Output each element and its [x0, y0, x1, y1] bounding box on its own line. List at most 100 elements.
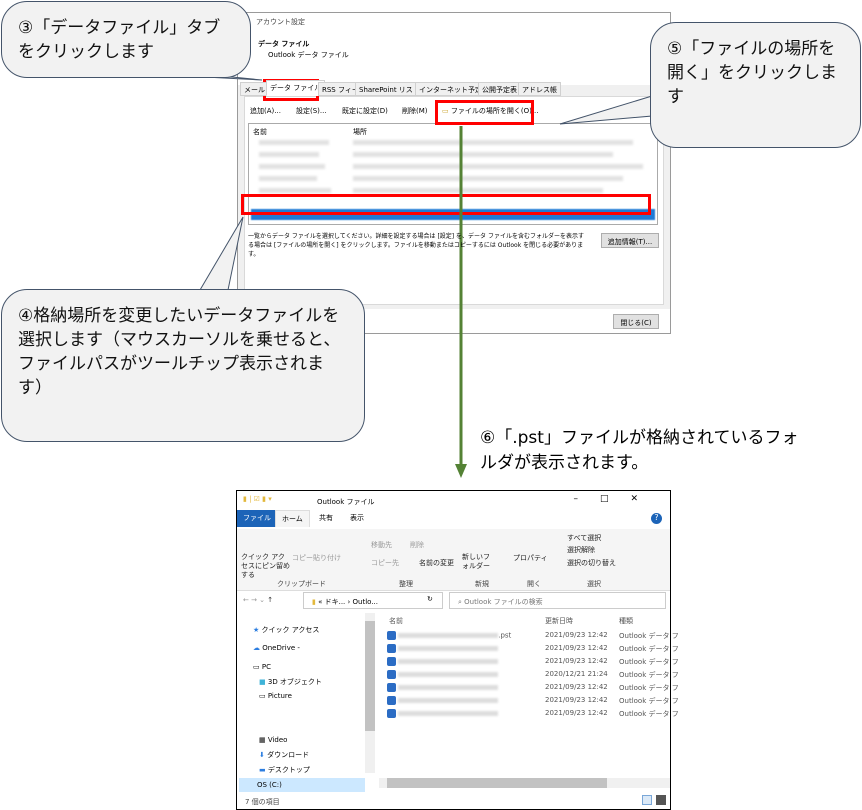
callout-step5: ⑤「ファイルの場所を開く」をクリックします: [650, 22, 861, 148]
file-type: Outlook データ フ: [619, 697, 679, 705]
tab-internet-calendar[interactable]: インターネット予定表: [415, 82, 493, 96]
copy-button[interactable]: コピー: [292, 554, 313, 562]
copy-to-button[interactable]: コピー先: [371, 559, 399, 567]
nav-quick-access[interactable]: ★ クイック アクセス: [253, 626, 320, 634]
new-folder-button[interactable]: 新しいフォルダー: [462, 553, 490, 570]
dialog-header-sub: Outlook データ ファイル: [268, 51, 349, 59]
nav-downloads[interactable]: ⬇ ダウンロード: [259, 751, 310, 759]
tab-file[interactable]: ファイル: [237, 510, 277, 527]
file-date: 2021/09/23 12:42: [545, 644, 608, 652]
callout-step4: ④格納場所を変更したいデータファイルを選択します（マウスカーソルを乗せると、ファ…: [1, 289, 365, 442]
delete-button[interactable]: 削除: [410, 541, 424, 549]
column-name[interactable]: 名前: [253, 128, 267, 136]
nav-3d-objects[interactable]: ■ 3D オブジェクト: [259, 678, 322, 686]
file-date: 2021/09/23 12:42: [545, 657, 608, 665]
nav-video[interactable]: ▦ Video: [259, 736, 288, 744]
outlook-data-file-icon: [387, 670, 396, 679]
file-date: 2021/09/23 12:42: [545, 709, 608, 717]
file-type: Outlook データ フ: [619, 684, 679, 692]
folder-icon: ▭: [442, 107, 451, 115]
large-icons-view-icon[interactable]: [656, 795, 666, 805]
file-date: 2020/12/21 21:24: [545, 670, 608, 678]
settings-button[interactable]: 設定(S)...: [296, 107, 327, 115]
tab-data-files[interactable]: データ ファイル: [266, 80, 326, 96]
tab-share[interactable]: 共有: [319, 514, 333, 522]
file-row[interactable]: 2021/09/23 12:42 Outlook データ フ: [387, 683, 679, 696]
tab-address-book[interactable]: アドレス帳: [518, 82, 561, 96]
file-date: 2021/09/23 12:42: [545, 696, 608, 704]
group-open: 開く: [527, 580, 541, 588]
file-row[interactable]: 2021/09/23 12:42 Outlook データ フ: [387, 696, 679, 709]
file-row[interactable]: 2021/09/23 12:42 Outlook データ フ: [387, 709, 679, 722]
file-date: 2021/09/23 12:42: [545, 683, 608, 691]
group-organize: 整理: [399, 580, 413, 588]
tab-mail[interactable]: メール: [240, 82, 269, 96]
column-modified[interactable]: 更新日時: [545, 617, 573, 625]
invert-selection-button[interactable]: 選択の切り替え: [567, 559, 616, 567]
nav-onedrive[interactable]: ☁ OneDrive -: [253, 644, 300, 652]
quick-access-toolbar[interactable]: ▮ | ☑ ▮ ▾: [243, 495, 272, 503]
outlook-data-file-icon: [387, 709, 396, 718]
outlook-data-file-icon: [387, 631, 396, 640]
selected-data-file-row[interactable]: [251, 209, 655, 220]
column-name[interactable]: 名前: [389, 617, 403, 625]
nav-pc[interactable]: ▭ PC: [253, 663, 271, 671]
paste-button[interactable]: 貼り付け: [313, 554, 341, 562]
open-location-button[interactable]: ▭ ファイルの場所を開く(O)...: [442, 106, 539, 116]
file-type: Outlook データ フ: [619, 632, 679, 640]
nav-arrows[interactable]: ← → ⌄ ↑: [243, 596, 274, 604]
details-view-icon[interactable]: [642, 795, 652, 805]
account-settings-dialog: アカウント設定 データ ファイル Outlook データ ファイル メール デー…: [237, 12, 671, 334]
outlook-data-file-icon: [387, 644, 396, 653]
add-button[interactable]: 追加(A)...: [250, 107, 281, 115]
address-bar[interactable]: ▮ « ドキ... › Outlo...: [303, 592, 443, 609]
properties-button[interactable]: プロパティ: [513, 554, 548, 562]
nav-picture[interactable]: ▭ Picture: [259, 692, 292, 700]
file-row[interactable]: 2020/12/21 21:24 Outlook データ フ: [387, 670, 679, 683]
search-placeholder: Outlook ファイルの検索: [464, 598, 543, 606]
search-input[interactable]: ⌕ Outlook ファイルの検索: [449, 592, 666, 609]
file-type: Outlook データ フ: [619, 671, 679, 679]
close-button[interactable]: 閉じる(C): [613, 314, 659, 329]
breadcrumb-outlook[interactable]: Outlo...: [352, 598, 379, 606]
select-none-button[interactable]: 選択解除: [567, 546, 595, 554]
dialog-title: アカウント設定: [256, 18, 305, 26]
group-clipboard: クリップボード: [277, 580, 326, 588]
nav-scrollbar[interactable]: [365, 613, 375, 773]
horizontal-scrollbar[interactable]: [379, 778, 670, 788]
status-item-count: 7 個の項目: [245, 798, 280, 806]
pin-quick-access-button[interactable]: クイック アクセスにピン留めする: [241, 553, 290, 579]
group-new: 新規: [475, 580, 489, 588]
folder-icon: ▮: [312, 598, 316, 606]
file-name: .pst: [498, 631, 512, 640]
more-info-button[interactable]: 追加情報(T)...: [601, 233, 659, 248]
file-explorer-window: Outlook ファイル ▮ | ☑ ▮ ▾ –□✕ クイック アクセスにピン留…: [236, 490, 679, 810]
file-type: Outlook データ フ: [619, 710, 679, 718]
explorer-title: Outlook ファイル: [317, 498, 375, 506]
refresh-icon[interactable]: ↻: [427, 595, 433, 603]
column-location[interactable]: 場所: [353, 128, 367, 136]
window-controls[interactable]: –□✕: [573, 494, 660, 504]
nav-os-c[interactable]: OS (C:): [239, 778, 365, 792]
file-row[interactable]: .pst 2021/09/23 12:42 Outlook データ フ: [387, 631, 679, 644]
breadcrumb-documents[interactable]: ドキ...: [324, 598, 346, 606]
tab-sharepoint[interactable]: SharePoint リスト: [355, 82, 424, 96]
tab-home[interactable]: ホーム: [275, 510, 310, 527]
tab-published-calendar[interactable]: 公開予定表: [478, 82, 521, 96]
dialog-header-title: データ ファイル: [258, 40, 310, 48]
rename-button[interactable]: 名前の変更: [419, 559, 454, 567]
tab-view[interactable]: 表示: [350, 514, 364, 522]
select-all-button[interactable]: すべて選択: [567, 534, 602, 542]
arrow-head: [455, 464, 467, 478]
nav-desktop[interactable]: ▬ デスクトップ: [259, 766, 310, 774]
file-date: 2021/09/23 12:42: [545, 631, 608, 639]
help-icon[interactable]: ?: [651, 513, 662, 524]
delete-button[interactable]: 削除(M): [402, 107, 428, 115]
set-default-button[interactable]: 既定に設定(D): [342, 107, 388, 115]
move-to-button[interactable]: 移動先: [371, 541, 392, 549]
column-type[interactable]: 種類: [619, 617, 633, 625]
dialog-note: 一覧からデータ ファイルを選択してください。詳細を設定する場合は [設定] を、…: [248, 233, 584, 258]
data-file-list[interactable]: 名前 場所: [248, 123, 658, 225]
